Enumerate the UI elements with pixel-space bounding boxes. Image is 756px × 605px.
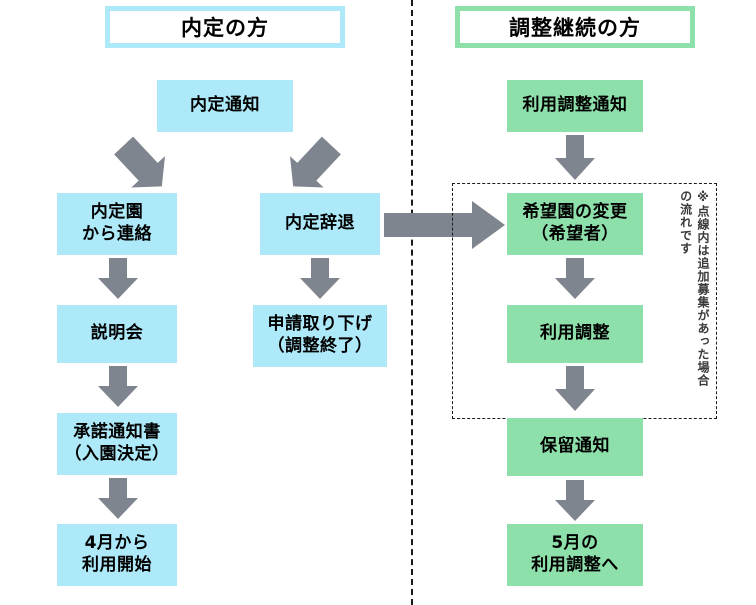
node-shinsei-torisage: 申請取り下げ （調整終了）: [253, 305, 387, 367]
node-label: 内定通知: [190, 95, 260, 116]
arrow-down-8: [553, 480, 597, 522]
node-shodaku-tsuchisho: 承諾通知書 （入園決定）: [57, 413, 177, 475]
arrow-right-crossover: [384, 200, 506, 250]
arrow-diagonal-right: [275, 132, 355, 194]
node-kibo-en-henko: 希望園の変更 （希望者）: [507, 193, 643, 255]
arrow-down-4: [298, 258, 342, 300]
node-label: 利用調整通知: [522, 95, 628, 116]
arrow-down-6: [553, 258, 597, 300]
node-label-line1: 承諾通知書: [73, 422, 161, 443]
node-label-line1: 内定園: [90, 202, 144, 223]
node-label-line2: （調整終了）: [267, 336, 373, 356]
header-left: 内定の方: [105, 6, 345, 48]
annotation-line2: の流れです: [678, 190, 693, 255]
node-label-line2: から連絡: [82, 224, 152, 244]
node-gogatsu-riyo-chosei: 5月の 利用調整へ: [507, 524, 643, 586]
node-horyu-tsuchi: 保留通知: [507, 418, 643, 476]
node-naitei-jitai: 内定辞退: [260, 193, 380, 255]
node-label-line1: 希望園の変更: [522, 202, 628, 223]
arrow-down-3: [96, 478, 140, 520]
node-label: 内定辞退: [285, 213, 355, 234]
node-naiteien-renraku: 内定園 から連絡: [57, 193, 177, 255]
node-naitei-tsuchi: 内定通知: [157, 80, 293, 132]
annotation-vertical-note: ※点線内は追加募集があった場合の流れです: [655, 190, 711, 412]
node-label-line1: 5月の: [551, 533, 599, 554]
arrow-down-7: [553, 366, 597, 412]
arrow-down-2: [96, 366, 140, 408]
node-label-line2: 利用開始: [82, 555, 152, 575]
node-label: 説明会: [90, 323, 144, 344]
node-riyo-chosei-tsuchi: 利用調整通知: [507, 80, 643, 132]
node-label-line1: 申請取り下げ: [267, 314, 373, 335]
node-label-line2: 利用調整へ: [531, 555, 619, 575]
node-label-line2: （希望者）: [531, 224, 619, 244]
arrow-down-1: [96, 258, 140, 300]
header-right: 調整継続の方: [455, 6, 695, 48]
column-divider-dash: [411, 0, 413, 605]
node-label: 利用調整: [540, 323, 610, 344]
arrow-diagonal-left: [100, 132, 180, 194]
arrow-down-5: [553, 135, 597, 181]
node-shigatsu-riyo-kaishi: 4月から 利用開始: [57, 524, 177, 586]
node-riyo-chosei: 利用調整: [507, 305, 643, 363]
node-label: 保留通知: [540, 436, 610, 457]
node-label-line2: （入園決定）: [64, 444, 170, 464]
node-label-line1: 4月から: [84, 533, 150, 554]
annotation-line1: ※点線内は追加募集があった場合: [696, 190, 710, 387]
node-setsumeikai: 説明会: [57, 305, 177, 363]
